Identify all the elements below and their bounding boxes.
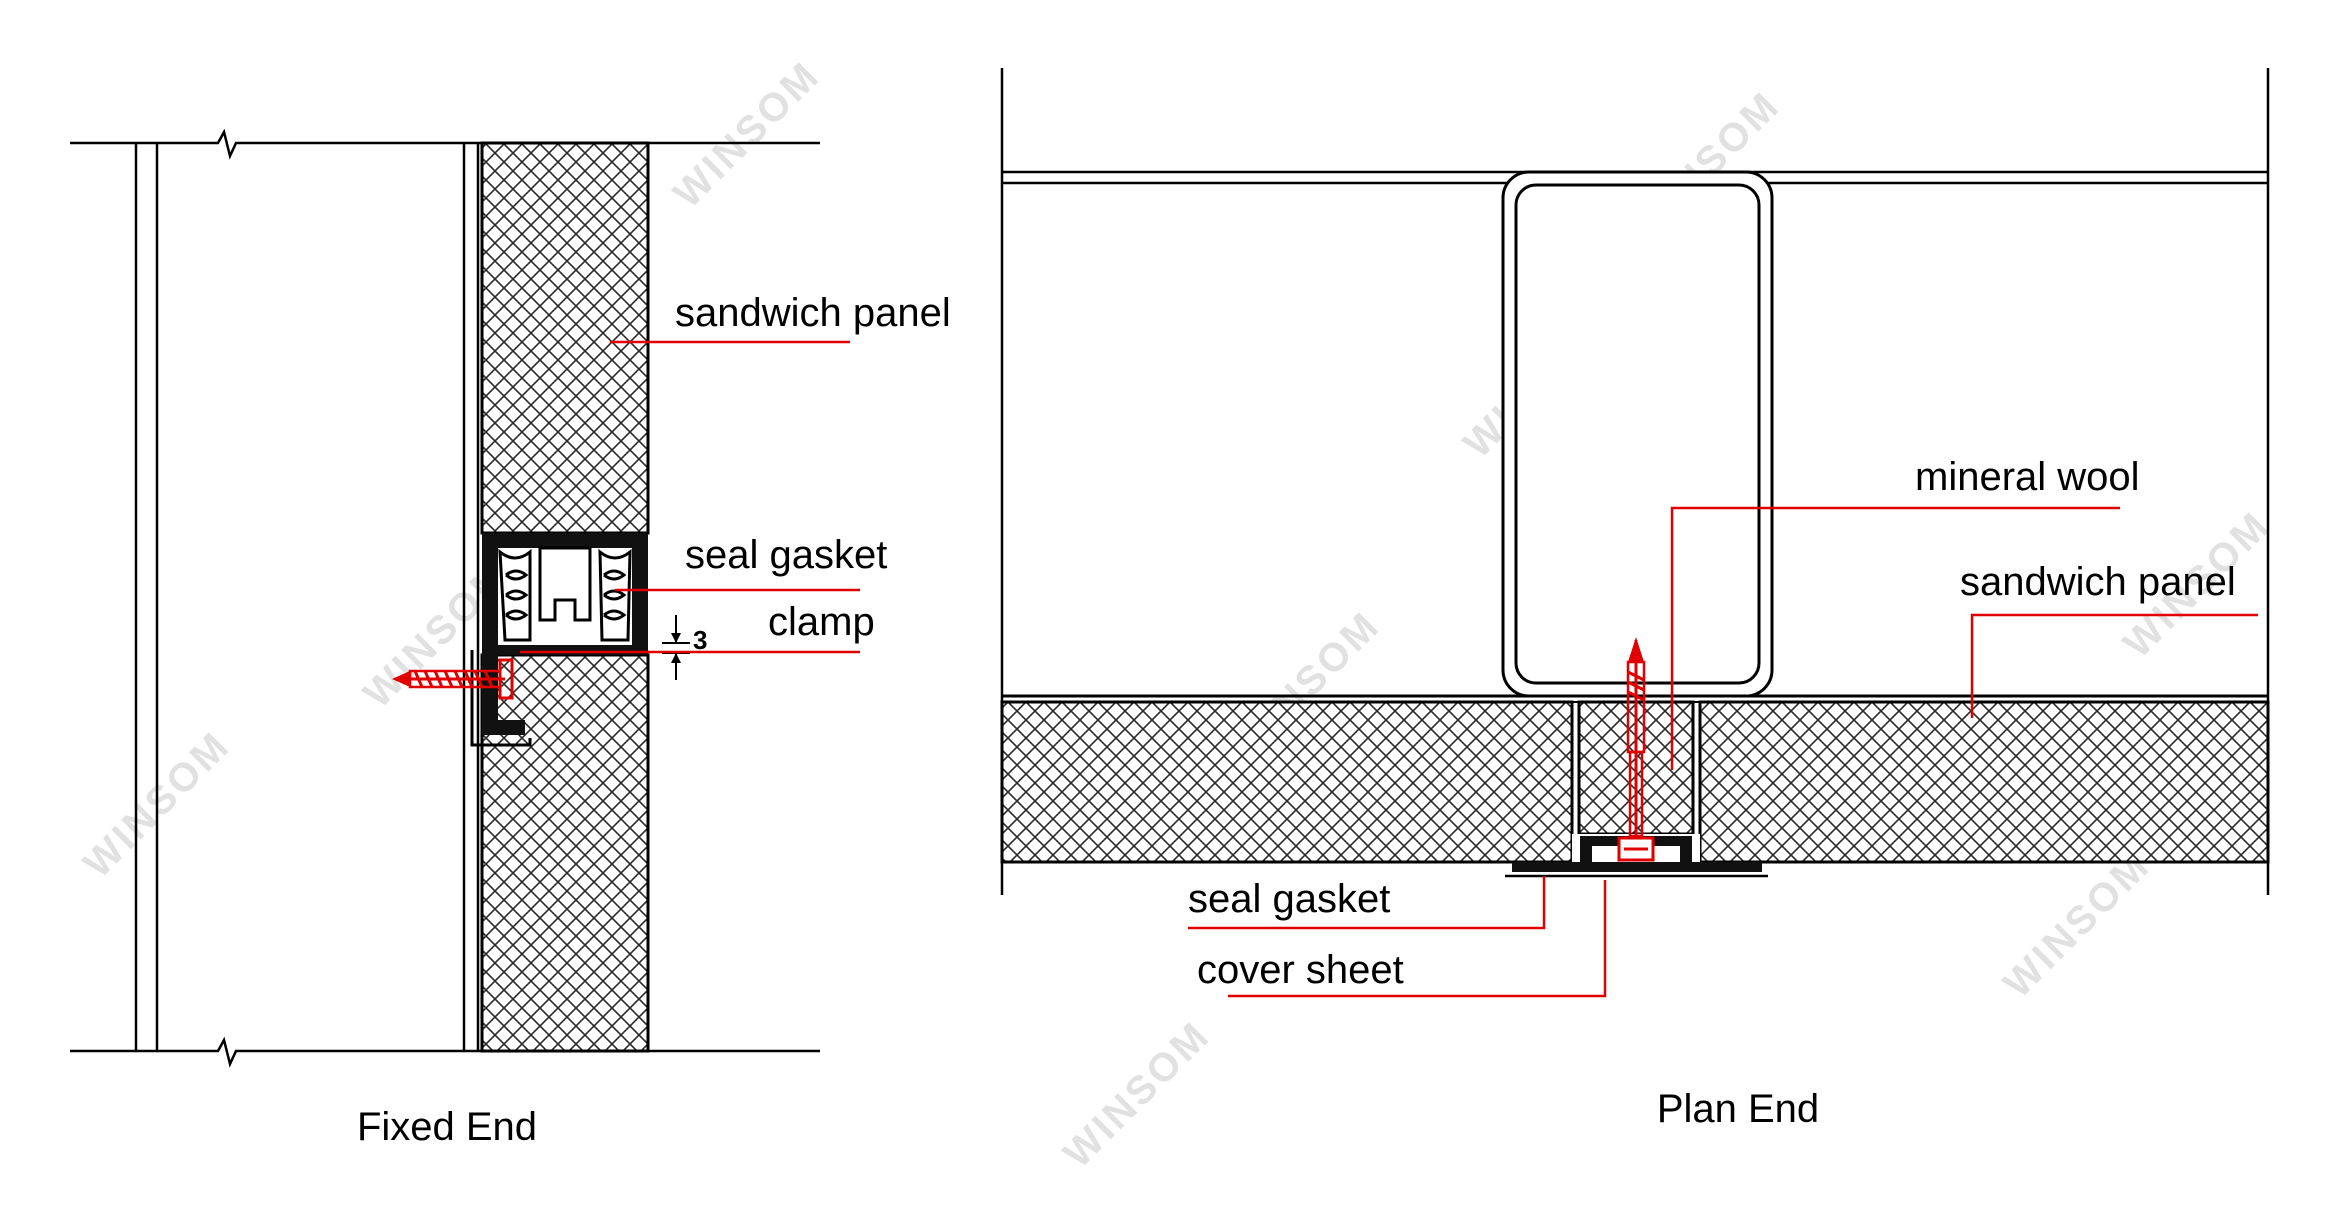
screw xyxy=(392,658,514,700)
sandwich-panel-lower xyxy=(480,653,650,1053)
plan-sandwich-panel-right xyxy=(1698,700,2270,864)
label-cover-sheet: cover sheet xyxy=(1197,948,1404,992)
cover-sheet-profile xyxy=(1505,834,1768,878)
watermark-text: WINSOM xyxy=(1055,1013,1218,1176)
label-plan-sandwich-panel: sandwich panel xyxy=(1960,560,2236,604)
plan-screw xyxy=(1626,637,1646,838)
label-plan-seal-gasket: seal gasket xyxy=(1188,877,1390,921)
label-sandwich-panel: sandwich panel xyxy=(675,291,951,335)
watermark-layer: WINSOM WINSOM WINSOM WINSOM WINSOM WINSO… xyxy=(75,53,2278,1176)
plan-end-leaders xyxy=(1188,506,2258,998)
caption-fixed-end: Fixed End xyxy=(357,1105,537,1149)
sandwich-panel-upper xyxy=(480,141,650,535)
steel-column-outer xyxy=(1501,170,1774,698)
dimension-value: 3 xyxy=(693,625,707,655)
label-mineral-wool: mineral wool xyxy=(1915,455,2140,499)
plan-end-drawing: mineral wool sandwich panel seal gasket … xyxy=(1000,68,2270,1131)
fixed-end-drawing: 3 sandwich panel seal gasket clamp Fixed… xyxy=(70,128,951,1149)
plan-sandwich-panel-left xyxy=(1000,700,1574,864)
caption-plan-end: Plan End xyxy=(1657,1087,1819,1131)
watermark-text: WINSOM xyxy=(1995,843,2158,1006)
clamp-profile xyxy=(470,533,648,747)
fixed-end-leaders xyxy=(520,340,860,654)
watermark-text: WINSOM xyxy=(665,53,828,216)
dimension-marker: 3 xyxy=(662,615,707,680)
label-seal-gasket: seal gasket xyxy=(685,533,887,577)
label-clamp: clamp xyxy=(768,600,875,644)
